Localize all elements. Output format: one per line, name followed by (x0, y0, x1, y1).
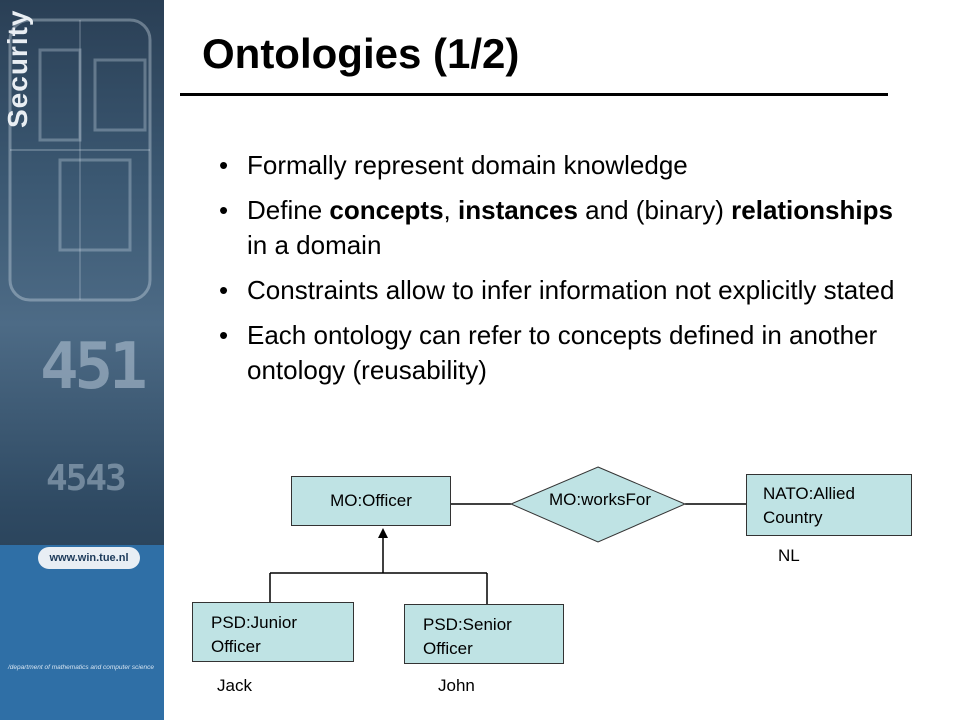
university-url: www.win.tue.nl (38, 547, 140, 569)
chip-pattern-graphic (8, 18, 152, 302)
works-for-label: MO:worksFor (549, 490, 651, 509)
chip-digits-graphic: 451 (40, 330, 148, 404)
senior-label-line1: PSD:Senior (423, 615, 512, 634)
sidebar-footer-panel (0, 545, 164, 720)
nato-label-line1: NATO:Allied (763, 484, 855, 503)
officer-concept-box: MO:Officer (291, 476, 451, 526)
title-divider (180, 93, 888, 96)
senior-instance-label: John (438, 676, 475, 695)
department-caption: /department of mathematics and computer … (8, 664, 154, 671)
subclass-arrowhead (378, 528, 388, 538)
bullet-text: and (binary) (577, 195, 732, 225)
bullet-item: Each ontology can refer to concepts defi… (215, 318, 915, 388)
chip-small-digits-graphic: 4543 (46, 458, 127, 499)
bullet-emphasis: instances (458, 195, 578, 225)
slide-title: Ontologies (1/2) (202, 30, 520, 77)
bullet-item: Constraints allow to infer information n… (215, 273, 915, 308)
ontology-diagram: MO:Officer MO:worksFor NATO:Allied Count… (180, 460, 940, 715)
diagram-connectors (269, 466, 746, 604)
bullet-list: Formally represent domain knowledge Defi… (215, 148, 915, 398)
bullet-emphasis: concepts (329, 195, 444, 225)
senior-officer-box: PSD:Senior Officer (404, 604, 564, 664)
bullet-item: Define concepts, instances and (binary) … (215, 193, 915, 263)
junior-officer-box: PSD:Junior Officer (192, 602, 354, 662)
bullet-text: , (443, 195, 458, 225)
bullet-text: Define (247, 195, 330, 225)
senior-label-line2: Officer (423, 639, 473, 658)
junior-label-line2: Officer (211, 637, 261, 656)
nato-concept-box: NATO:Allied Country (746, 474, 912, 536)
junior-label-line1: PSD:Junior (211, 613, 297, 632)
junior-instance-label: Jack (217, 676, 252, 695)
officer-label: MO:Officer (330, 491, 412, 510)
sidebar-vertical-title: Security (2, 9, 33, 129)
bullet-text: Each ontology can refer to concepts defi… (247, 320, 878, 385)
nato-instance-label: NL (778, 546, 800, 565)
sidebar-decoration: Security 451 4543 www.win.tue.nl /depart… (0, 0, 164, 720)
bullet-text: in a domain (247, 230, 382, 260)
bullet-text: Constraints allow to infer information n… (247, 275, 895, 305)
works-for-diamond (509, 466, 687, 543)
bullet-item: Formally represent domain knowledge (215, 148, 915, 183)
bullet-emphasis: relationships (731, 195, 893, 225)
bullet-text: Formally represent domain knowledge (247, 150, 688, 180)
nato-label-line2: Country (763, 508, 823, 527)
